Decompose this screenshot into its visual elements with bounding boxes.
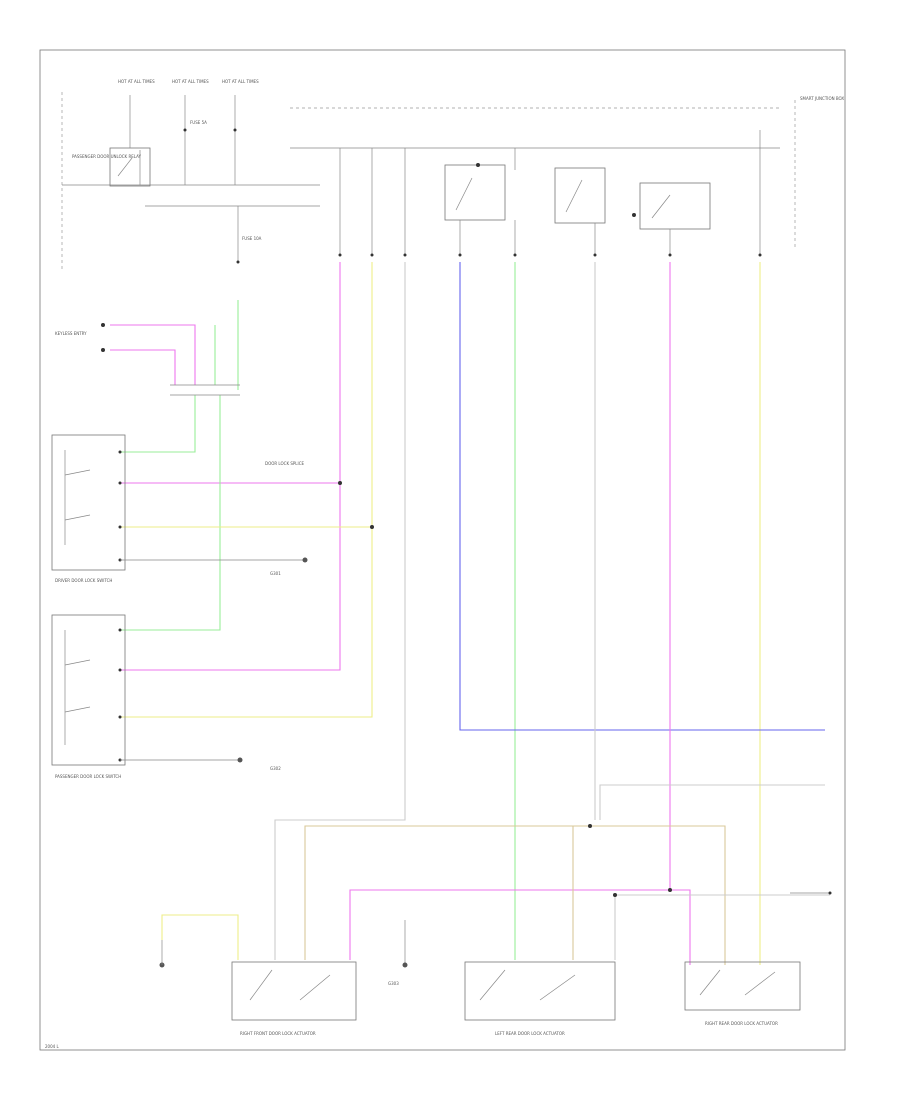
wire-pink-rear-2 xyxy=(349,889,691,965)
fuse-small-label-1: FUSE 5A xyxy=(190,120,207,125)
junction-box xyxy=(290,100,796,257)
fuse-label-a: HOT AT ALL TIMES xyxy=(118,79,155,84)
wire-green-passenger xyxy=(120,395,221,631)
wire-green-driver-3 xyxy=(120,395,196,453)
wire-pink-keyless-2 xyxy=(110,349,176,385)
footer-code: 2004 L xyxy=(45,1044,59,1049)
actuator-lr-label: LEFT REAR DOOR LOCK ACTUATOR xyxy=(495,1031,565,1036)
ground-label-1: G301 xyxy=(270,571,281,576)
fuse-small-label-2: FUSE 10A xyxy=(242,236,262,241)
relay-block xyxy=(61,92,320,270)
keyless-block xyxy=(101,323,240,396)
actuator-rr-label: RIGHT REAR DOOR LOCK ACTUATOR xyxy=(705,1021,778,1026)
passenger-switch-label: PASSENGER DOOR LOCK SWITCH xyxy=(55,774,121,779)
relay-label: PASSENGER DOOR UNLOCK RELAY xyxy=(72,154,141,159)
wire-yellow-passenger xyxy=(120,527,373,718)
diagram-frame xyxy=(39,49,846,1051)
actuator-rr xyxy=(684,891,832,1011)
wire-set xyxy=(110,262,830,965)
actuator-lr xyxy=(402,920,616,1021)
wire-gray-4 xyxy=(614,894,830,960)
wire-gray xyxy=(274,262,406,960)
passenger-switch xyxy=(51,614,243,766)
actuator-rf xyxy=(159,940,357,1021)
driver-switch-label: DRIVER DOOR LOCK SWITCH xyxy=(55,578,112,583)
wire-pink-keyless xyxy=(110,324,196,385)
junction-box-label: SMART JUNCTION BOX xyxy=(800,96,844,101)
driver-switch xyxy=(51,434,308,571)
keyless-label: KEYLESS ENTRY xyxy=(55,331,87,336)
wire-yellow-driver xyxy=(120,262,373,528)
actuator-rf-label: RIGHT FRONT DOOR LOCK ACTUATOR xyxy=(240,1031,316,1036)
wire-yellow-ground xyxy=(161,914,239,960)
ground-label-2: G302 xyxy=(270,766,281,771)
ground-label-3: G303 xyxy=(388,981,399,986)
wire-pink-main xyxy=(120,262,341,671)
fuse-label-c: HOT AT ALL TIMES xyxy=(222,79,259,84)
wire-gray-3 xyxy=(599,784,825,820)
fuse-label-b: HOT AT ALL TIMES xyxy=(172,79,209,84)
splice-label: DOOR LOCK SPLICE xyxy=(265,461,305,466)
wire-blue xyxy=(459,262,825,731)
